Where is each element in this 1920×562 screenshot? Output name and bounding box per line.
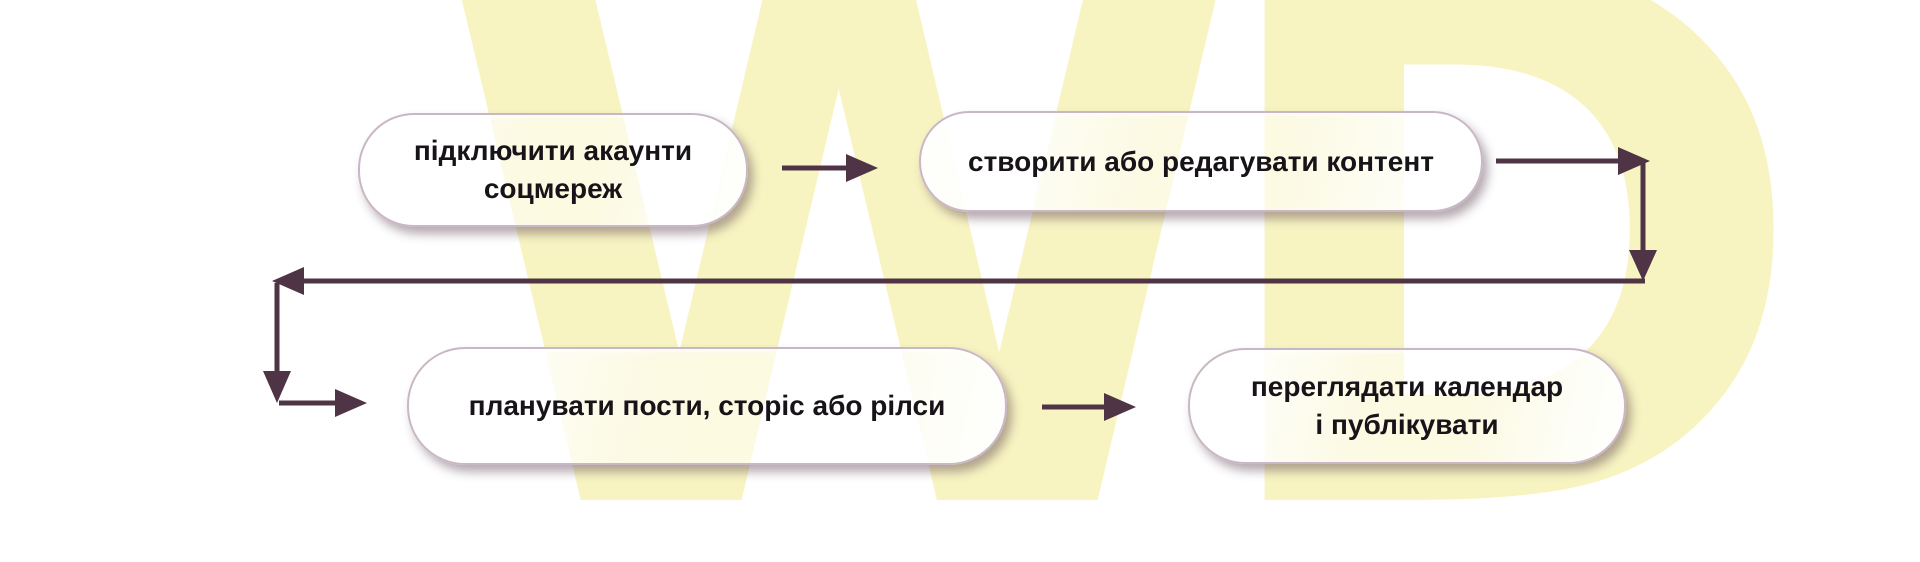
flow-step-label-line: соцмереж — [483, 173, 623, 204]
arrow-node3-to-node4 — [1042, 393, 1136, 421]
flow-step-schedule-posts: планувати пости, сторіс або рілси — [407, 347, 1007, 465]
arrow-node2-to-node3 — [263, 147, 1657, 417]
flow-step-label-line: і публікувати — [1315, 409, 1499, 440]
flow-step-create-edit-content: створити або редагувати контент — [919, 111, 1483, 212]
flow-step-label-line: планувати пости, сторіс або рілси — [468, 390, 946, 421]
flow-step-view-calendar-publish: переглядати календар і публікувати — [1188, 348, 1626, 464]
flow-step-label-line: переглядати календар — [1250, 371, 1564, 402]
flow-step-label-line: створити або редагувати контент — [968, 145, 1434, 177]
arrow-node1-to-node2 — [782, 154, 878, 182]
flow-step-label-line: підключити акаунти — [413, 135, 693, 166]
flow-step-connect-accounts: підключити акаунти соцмереж — [358, 113, 748, 227]
